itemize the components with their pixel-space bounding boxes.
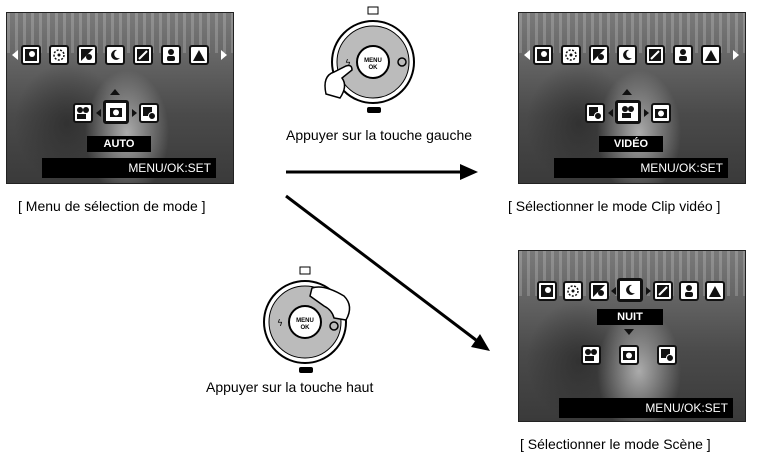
camera-icon[interactable]	[103, 100, 129, 124]
scroll-left-arrow	[12, 50, 18, 60]
right-indicator	[646, 287, 651, 295]
night-icon[interactable]	[617, 45, 637, 65]
movie-icon[interactable]	[615, 100, 641, 124]
backlight-icon[interactable]	[589, 281, 609, 301]
set-hint: MENU/OK:SET	[559, 398, 733, 418]
portrait-icon[interactable]	[679, 281, 699, 301]
text-icon[interactable]	[653, 281, 673, 301]
flash-symbol: ϟ	[345, 59, 351, 69]
scene-caption: [ Sélectionner le mode Scène ]	[520, 436, 711, 452]
movie-icon[interactable]	[581, 345, 601, 365]
fireworks-icon[interactable]	[561, 45, 581, 65]
scroll-right-arrow	[733, 50, 739, 60]
camera-icon[interactable]	[619, 345, 639, 365]
dial-ok-label: OK	[369, 65, 379, 71]
fireworks-icon[interactable]	[49, 45, 69, 65]
playback-icon[interactable]	[585, 103, 605, 123]
mode-menu-screen: AUTO MENU/OK:SET	[6, 12, 234, 184]
dial-up-press: MENU OK ϟ	[254, 266, 366, 374]
portrait-flash-icon[interactable]	[537, 281, 557, 301]
portrait-flash-icon[interactable]	[533, 45, 553, 65]
left-indicator	[96, 109, 101, 117]
portrait-flash-icon[interactable]	[21, 45, 41, 65]
flash-symbol: ϟ	[277, 319, 283, 329]
text-icon[interactable]	[645, 45, 665, 65]
landscape-icon[interactable]	[701, 45, 721, 65]
left-instruction: Appuyer sur la touche gauche	[286, 127, 473, 143]
fireworks-icon[interactable]	[563, 281, 583, 301]
portrait-icon[interactable]	[161, 45, 181, 65]
right-indicator	[644, 109, 649, 117]
playback-icon[interactable]	[139, 103, 159, 123]
control-dial-diagram: MENU OK ϟ	[263, 266, 351, 373]
set-hint: MENU/OK:SET	[42, 158, 216, 178]
landscape-icon[interactable]	[189, 45, 209, 65]
playback-icon[interactable]	[657, 345, 677, 365]
mode-label: AUTO	[87, 136, 151, 152]
control-dial-diagram: MENU OK ϟ	[324, 6, 415, 113]
text-icon[interactable]	[133, 45, 153, 65]
scene-screen: NUIT MENU/OK:SET	[518, 250, 746, 422]
set-hint: MENU/OK:SET	[554, 158, 728, 178]
night-icon[interactable]	[105, 45, 125, 65]
mode-label: VIDÉO	[599, 136, 663, 152]
down-indicator	[624, 329, 634, 335]
up-indicator	[110, 89, 120, 95]
portrait-icon[interactable]	[673, 45, 693, 65]
scroll-right-arrow	[221, 50, 227, 60]
dial-menu-label: MENU	[364, 58, 382, 64]
dial-ok-label: OK	[301, 325, 311, 331]
clip-video-screen: VIDÉO MENU/OK:SET	[518, 12, 746, 184]
left-indicator	[608, 109, 613, 117]
right-indicator	[132, 109, 137, 117]
backlight-icon[interactable]	[77, 45, 97, 65]
backlight-icon[interactable]	[589, 45, 609, 65]
dial-menu-label: MENU	[296, 318, 314, 324]
night-icon[interactable]	[617, 278, 643, 302]
dial-left-press: MENU OK ϟ	[318, 6, 428, 114]
mode-label: NUIT	[597, 309, 663, 325]
mode-menu-caption: [ Menu de sélection de mode ]	[18, 198, 206, 214]
clip-video-caption: [ Sélectionner le mode Clip vidéo ]	[508, 198, 721, 214]
up-indicator	[622, 89, 632, 95]
camera-icon[interactable]	[651, 103, 671, 123]
left-indicator	[611, 287, 616, 295]
up-instruction: Appuyer sur la touche haut	[206, 379, 374, 395]
movie-icon[interactable]	[73, 103, 93, 123]
landscape-icon[interactable]	[705, 281, 725, 301]
scroll-left-arrow	[524, 50, 530, 60]
